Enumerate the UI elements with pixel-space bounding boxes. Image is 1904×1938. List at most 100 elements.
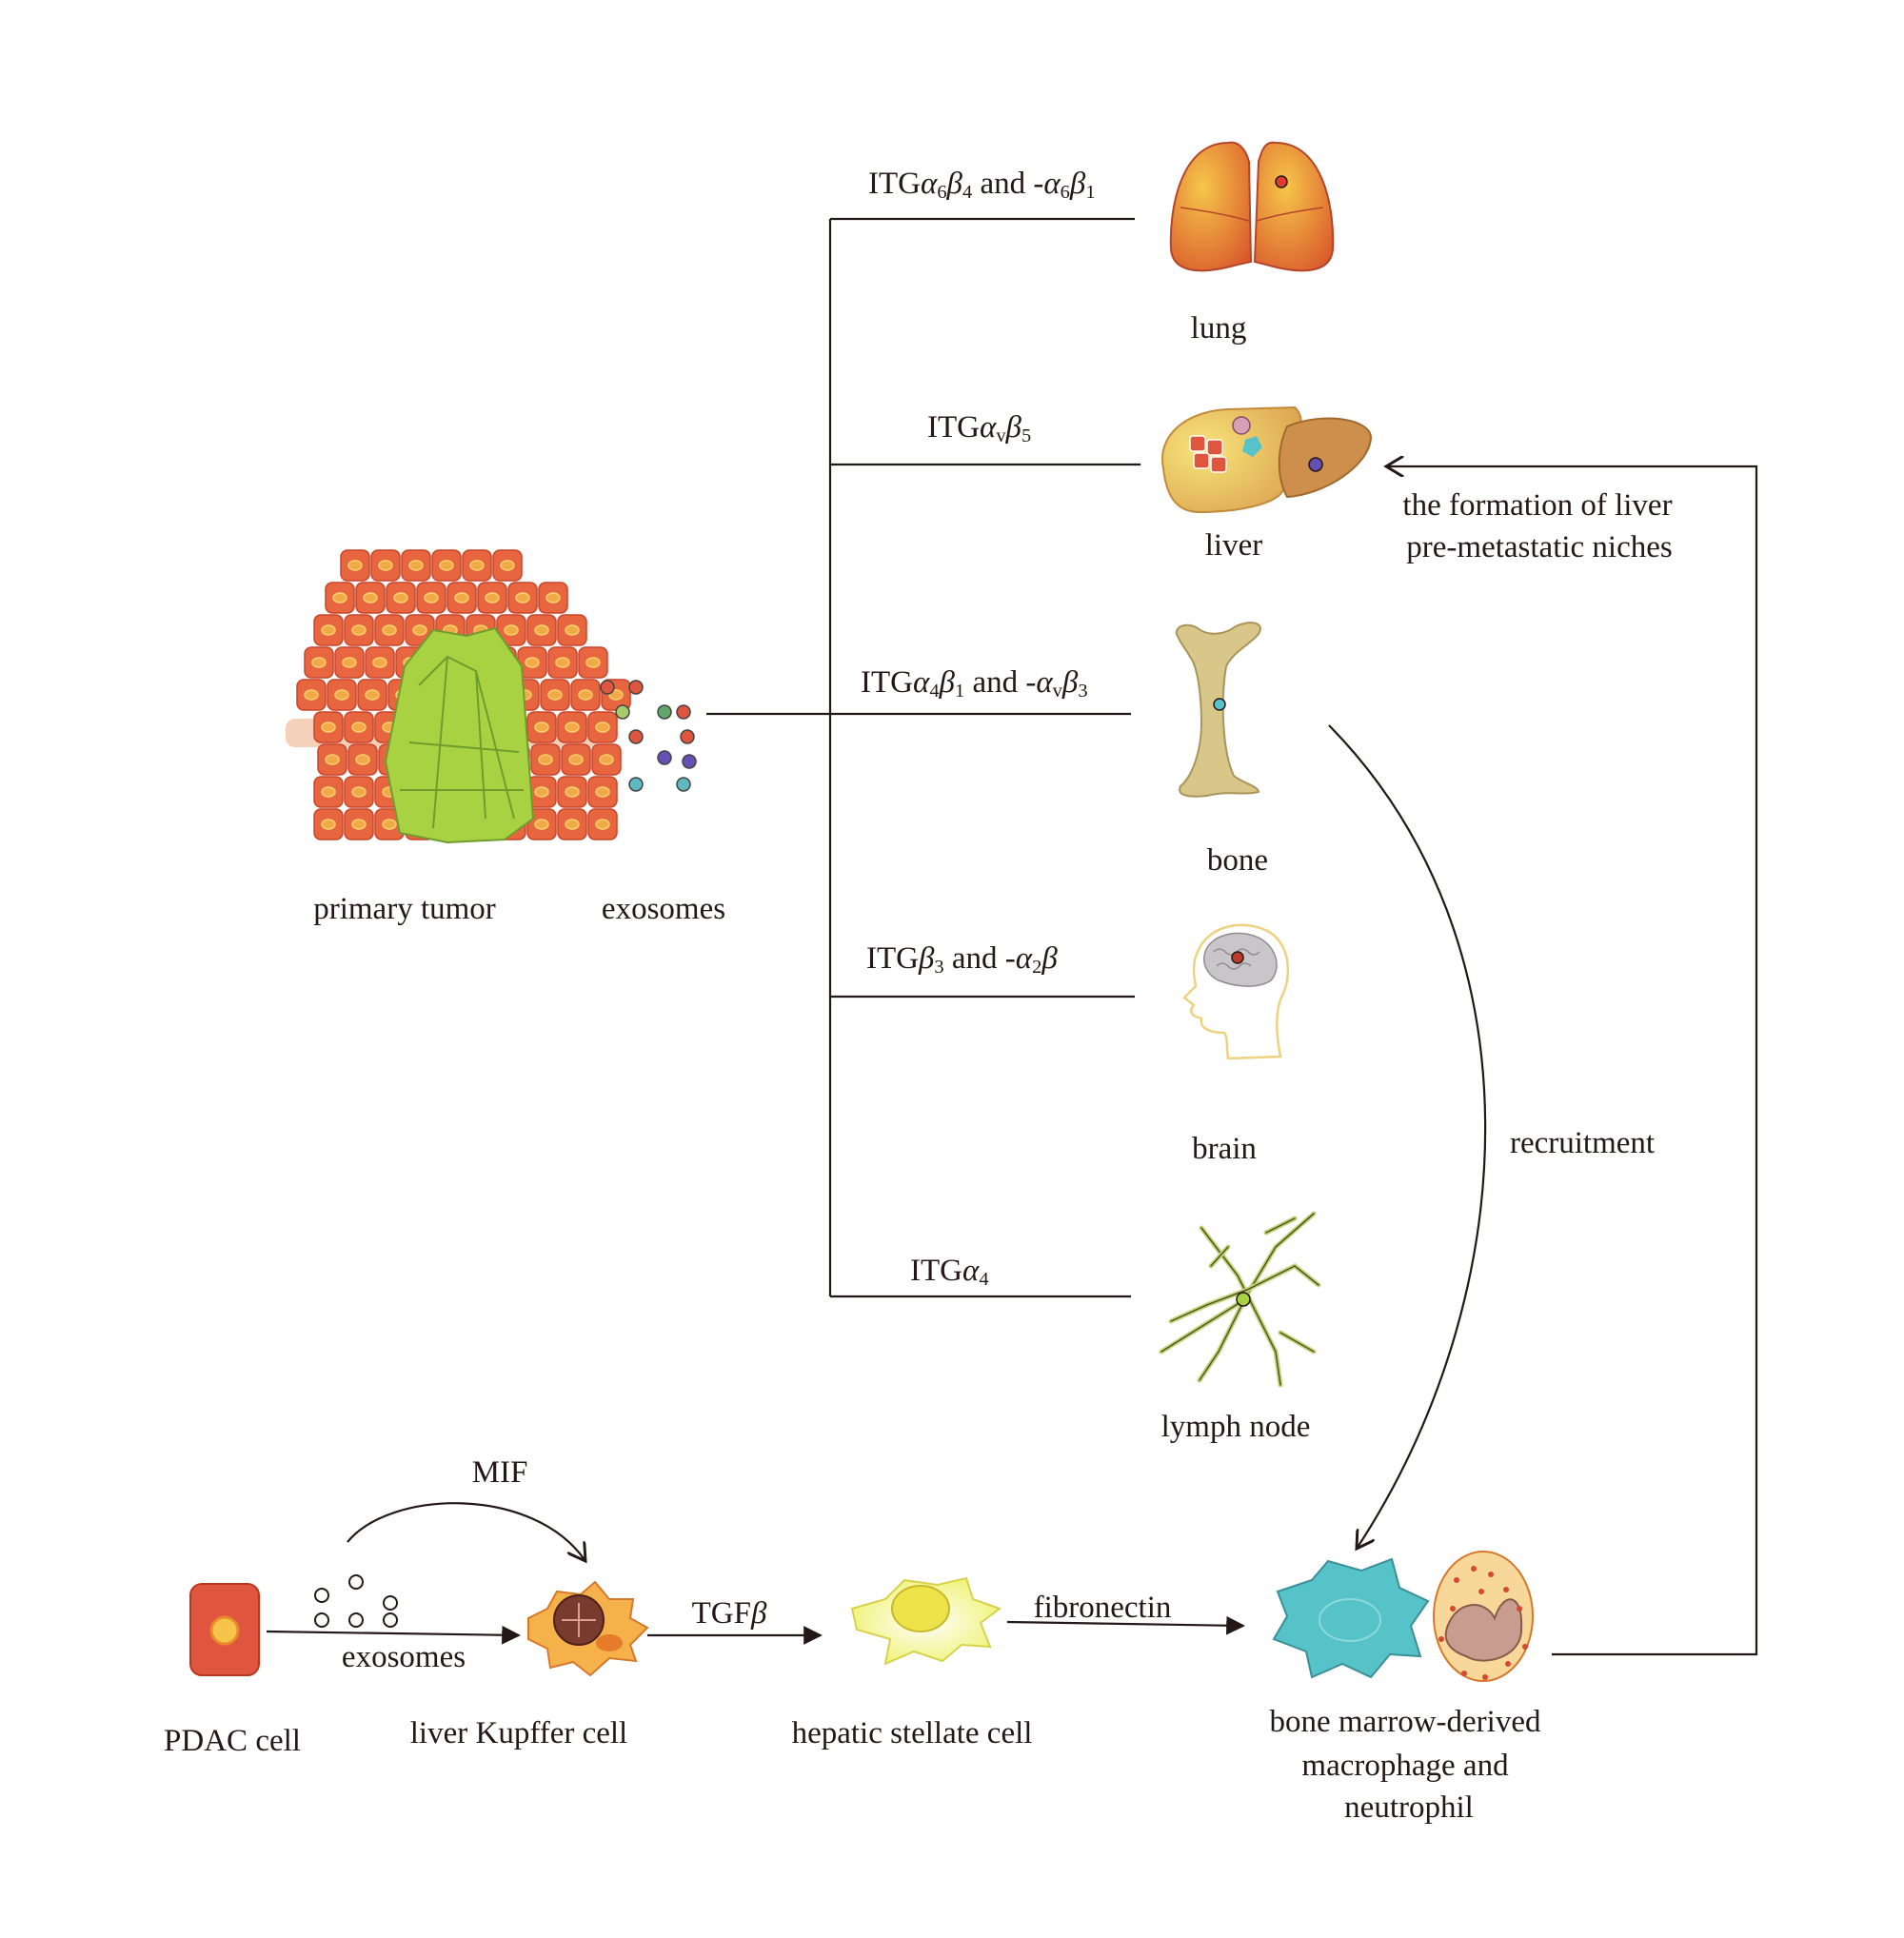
subscript: v <box>1052 681 1062 702</box>
greek-symbol: β <box>750 1596 767 1631</box>
mif-label: MIF <box>471 1455 528 1490</box>
tumor-cell-nucleus <box>534 786 549 798</box>
greek-symbol: α <box>1043 167 1061 201</box>
tumor-cell-nucleus <box>334 689 349 701</box>
brain-label: brain <box>1192 1132 1257 1166</box>
recruitment-arrow <box>1328 724 1487 1549</box>
tumor-cell-nucleus <box>565 819 580 830</box>
tumor-cell-nucleus <box>608 689 624 701</box>
conjunction: and - <box>964 665 1037 700</box>
conjunction: and - <box>972 167 1044 201</box>
subscript: 3 <box>934 957 944 979</box>
tumor-cell-nucleus <box>469 560 485 571</box>
tumor-cell-nucleus <box>382 624 397 636</box>
tumor-cell-nucleus <box>439 560 454 571</box>
tumor-cell-nucleus <box>325 754 340 765</box>
stellate-cell-label: hepatic stellate cell <box>791 1716 1033 1750</box>
tumor-cell-nucleus <box>347 560 363 571</box>
tumor-cell-nucleus <box>311 657 327 668</box>
greek-symbol: α <box>962 1254 980 1288</box>
integrin-liver-label: ITGαvβ5 <box>927 409 1031 448</box>
integrin-brain-label: ITGβ3 and -α2β <box>866 940 1058 979</box>
tumor-cell-nucleus <box>412 624 427 636</box>
liver-label: liver <box>1204 528 1263 563</box>
mif-arrow <box>347 1502 585 1561</box>
tumor-cell-nucleus <box>372 657 387 668</box>
tumor-cell-nucleus <box>321 624 336 636</box>
tgf-prefix: TGF <box>691 1596 751 1631</box>
tumor-cell-nucleus <box>408 560 424 571</box>
subscript: 4 <box>962 182 973 204</box>
itg-prefix: ITG <box>927 410 980 445</box>
bmd-label-line1: bone marrow-derived <box>1269 1705 1541 1739</box>
greek-symbol: β <box>946 167 962 201</box>
subscript: 4 <box>979 1269 989 1291</box>
lung-label: lung <box>1190 311 1247 346</box>
greek-symbol: α <box>912 665 930 700</box>
fibronectin-label: fibronectin <box>1033 1591 1172 1625</box>
tumor-cell-nucleus <box>304 689 319 701</box>
exosomes-bottom-label: exosomes <box>341 1640 466 1674</box>
subscript: 4 <box>929 681 940 702</box>
tumor-cell-nucleus <box>578 689 593 701</box>
tumor-cell-nucleus <box>545 592 561 603</box>
itg-prefix: ITG <box>861 665 913 700</box>
tgfb-label: TGFβ <box>692 1595 767 1633</box>
itg-prefix: ITG <box>910 1254 962 1288</box>
tumor-cell-nucleus <box>595 722 610 733</box>
tumor-cell-nucleus <box>595 819 610 830</box>
tumor-cell-nucleus <box>321 786 336 798</box>
tumor-cell-nucleus <box>534 722 549 733</box>
kupffer-cell-label: liver Kupffer cell <box>409 1716 628 1750</box>
tumor-cell-nucleus <box>595 786 610 798</box>
tumor-cell-nucleus <box>378 560 393 571</box>
brain-head-icon <box>1182 923 1290 1060</box>
recruitment-label: recruitment <box>1509 1126 1656 1160</box>
exosome-arrow <box>266 1625 521 1645</box>
pdac-cell-label: PDAC cell <box>164 1724 301 1758</box>
lymph-node-icon <box>1159 1211 1321 1388</box>
greek-symbol: β <box>939 665 955 700</box>
integrin-bone-label: ITGα4β1 and -αvβ3 <box>861 664 1088 703</box>
tumor-cell-nucleus <box>534 624 549 636</box>
subscript: 6 <box>937 182 947 204</box>
tumor-cell-nucleus <box>534 819 549 830</box>
tumor-cell-nucleus <box>538 754 553 765</box>
greek-symbol: β <box>1041 941 1058 976</box>
greek-symbol: β <box>1005 410 1021 445</box>
tumor-cell-nucleus <box>365 689 380 701</box>
tumor-cell-nucleus <box>485 592 500 603</box>
bmd-label-line2: macrophage and <box>1301 1749 1509 1783</box>
bmd-label-line3: neutrophil <box>1344 1790 1474 1825</box>
greek-symbol: α <box>979 410 997 445</box>
liver-niche-label-line2: pre-metastatic niches <box>1406 530 1673 564</box>
greek-symbol: β <box>1061 665 1079 700</box>
integrin-connector-lines <box>706 217 1140 1298</box>
tumor-cell-nucleus <box>565 624 580 636</box>
tumor-cell-nucleus <box>393 592 408 603</box>
tumor-cell-nucleus <box>515 592 530 603</box>
tumor-cell-nucleus <box>342 657 357 668</box>
tumor-cell-nucleus <box>363 592 378 603</box>
liver-metastasis-cells <box>1189 435 1227 473</box>
tumor-cell-nucleus <box>599 754 614 765</box>
subscript: 1 <box>954 681 965 702</box>
subscript: v <box>996 425 1006 447</box>
kupffer-cell-icon <box>527 1580 649 1677</box>
bone-label: bone <box>1206 843 1269 878</box>
subscript: 2 <box>1032 957 1042 979</box>
greek-symbol: α <box>1015 941 1033 976</box>
liver-icon <box>1160 405 1373 514</box>
tumor-cell-nucleus <box>424 592 439 603</box>
tumor-cell-nucleus <box>565 786 580 798</box>
tumor-cell-nucleus <box>351 624 367 636</box>
bone-icon <box>1175 622 1261 798</box>
tumor-cell-nucleus <box>351 786 367 798</box>
fibronectin-arrow <box>1006 1615 1245 1635</box>
tumor-cell-nucleus <box>565 722 580 733</box>
niche-return-arrow <box>1386 466 1758 1656</box>
greek-symbol: β <box>918 941 935 976</box>
tumor-cell-nucleus <box>525 657 540 668</box>
tumor-cell-nucleus <box>555 657 570 668</box>
macrophage-icon <box>1272 1557 1430 1679</box>
